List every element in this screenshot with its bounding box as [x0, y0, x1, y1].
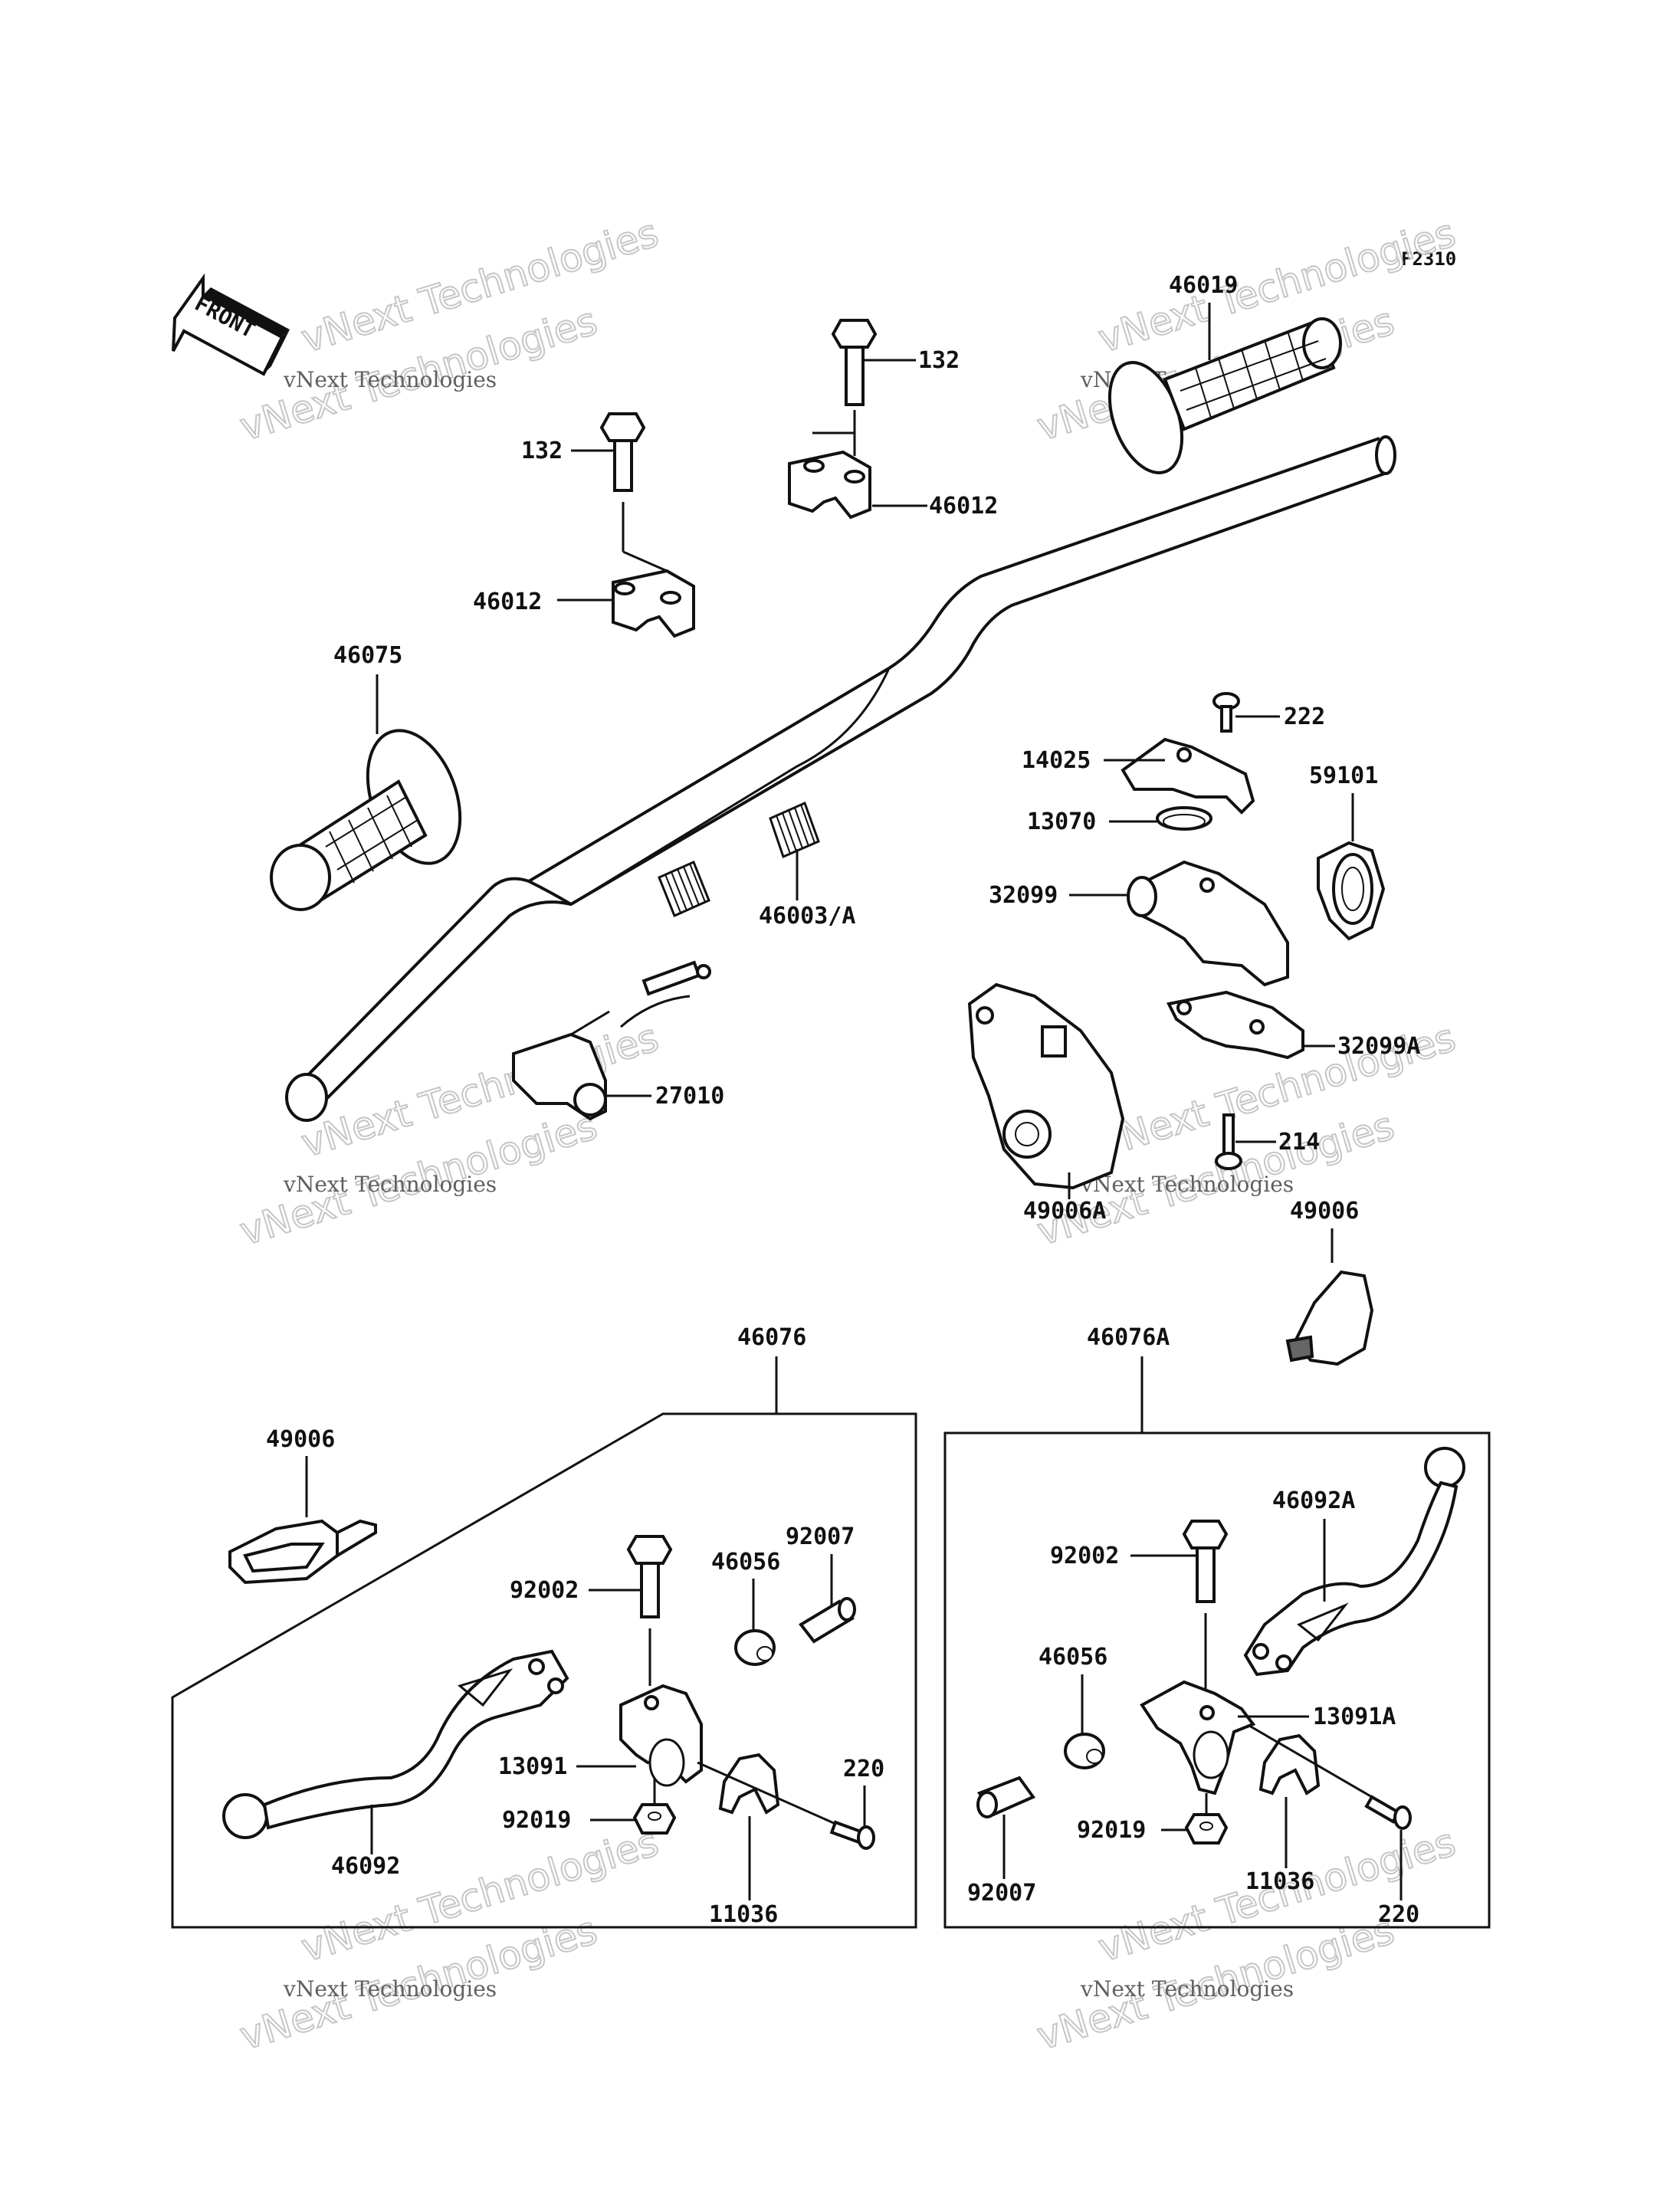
label-49006-left: 49006	[266, 1426, 335, 1453]
label-13091A: 13091A	[1313, 1703, 1396, 1730]
label-11036-left: 11036	[709, 1901, 778, 1928]
label-11036-right: 11036	[1245, 1868, 1314, 1895]
adjuster-92007-left	[799, 1597, 856, 1644]
left-grip	[270, 729, 462, 911]
label-46056-right: 46056	[1039, 1644, 1107, 1671]
right-grip	[1107, 317, 1342, 474]
label-32099A: 32099A	[1337, 1033, 1420, 1060]
label-132-left: 132	[521, 438, 563, 464]
label-13091: 13091	[498, 1753, 567, 1780]
watermark-bottom-right: vNext Technologies vNext Technologies vN…	[1032, 1819, 1462, 2060]
figure-code: F2310	[1401, 248, 1456, 270]
screw-222	[1212, 692, 1240, 733]
label-49006A: 49006A	[1023, 1198, 1106, 1225]
holder-13091A	[1140, 1680, 1256, 1795]
bolt-132-left	[599, 412, 646, 492]
label-46012-right: 46012	[929, 493, 998, 520]
pulley-59101	[1317, 841, 1386, 941]
label-92007-right: 92007	[967, 1880, 1036, 1907]
housing-32099	[1127, 860, 1289, 987]
throttle-housing-49006A	[967, 982, 1125, 1190]
handlebar	[285, 435, 1396, 1122]
watermark-top-left: vNext Technologies vNext Technologies vN…	[235, 210, 664, 451]
label-132-right: 132	[918, 347, 960, 374]
label-92007-left: 92007	[786, 1523, 855, 1550]
label-92019-left: 92019	[502, 1807, 571, 1834]
svg-text:vNext Technologies: vNext Technologies	[283, 1172, 497, 1197]
adjuster-92007-right	[976, 1776, 1036, 1818]
holder-13091	[619, 1684, 703, 1787]
switch-27010	[512, 960, 711, 1121]
label-92002-left: 92002	[510, 1577, 579, 1604]
label-46003A: 46003/A	[759, 903, 855, 930]
label-13070: 13070	[1027, 808, 1096, 835]
label-46012-left: 46012	[473, 589, 542, 615]
svg-text:vNext Technologies: vNext Technologies	[1080, 1976, 1294, 2002]
bolt-132-right	[831, 319, 878, 406]
label-222: 222	[1284, 703, 1325, 730]
adjuster-46056-right	[1064, 1733, 1105, 1769]
lever-46092A	[1243, 1447, 1465, 1677]
label-46076: 46076	[737, 1324, 806, 1351]
label-46092: 46092	[331, 1853, 400, 1880]
svg-text:vNext Technologies: vNext Technologies	[283, 367, 497, 392]
screw-214	[1215, 1113, 1242, 1170]
label-46075: 46075	[333, 642, 402, 669]
label-46092A: 46092A	[1272, 1487, 1355, 1514]
svg-text:vNext Technologies: vNext Technologies	[283, 1976, 497, 2002]
ring-13070	[1156, 806, 1212, 831]
svg-text:vNext Technologies: vNext Technologies	[1080, 1172, 1294, 1197]
screw-220-right	[1364, 1795, 1412, 1830]
label-27010: 27010	[655, 1083, 724, 1110]
label-49006-right: 49006	[1290, 1198, 1359, 1225]
label-46019: 46019	[1169, 272, 1238, 299]
label-92002-right: 92002	[1050, 1543, 1119, 1569]
box-46076	[171, 1412, 917, 1929]
screw-220-left	[829, 1820, 875, 1850]
front-arrow-icon: FRONT	[172, 273, 290, 376]
label-46056-left: 46056	[711, 1549, 780, 1576]
lever-cover-49006-right	[1285, 1270, 1374, 1366]
housing-32099A	[1166, 990, 1304, 1060]
label-59101: 59101	[1309, 762, 1378, 789]
clamp-11036-left	[718, 1753, 780, 1815]
label-32099: 32099	[989, 882, 1058, 909]
lever-46092	[222, 1649, 569, 1839]
box-46076A	[943, 1431, 1491, 1929]
label-214: 214	[1278, 1129, 1320, 1156]
label-92019-right: 92019	[1077, 1817, 1146, 1844]
bolt-92002-left	[626, 1535, 673, 1618]
label-220-left: 220	[843, 1756, 884, 1782]
nut-92019-left	[632, 1803, 677, 1835]
label-14025: 14025	[1022, 747, 1091, 774]
label-46076A: 46076A	[1087, 1324, 1170, 1351]
watermark-top-right: vNext Technologies vNext Technologies vN…	[1032, 210, 1462, 451]
watermark-bottom-left: vNext Technologies vNext Technologies vN…	[235, 1819, 664, 2060]
watermark-mid-left: vNext Technologies vNext Technologies vN…	[235, 1015, 664, 1255]
nut-92019-right	[1184, 1813, 1229, 1844]
adjuster-46056-left	[734, 1629, 776, 1666]
clamp-46012-left	[612, 569, 695, 638]
clamp-46012-right	[788, 450, 871, 520]
clamp-11036-right	[1258, 1733, 1321, 1795]
bolt-92002-right	[1182, 1520, 1229, 1603]
label-220-right: 220	[1378, 1901, 1419, 1928]
lever-cover-49006-left	[228, 1519, 377, 1585]
cover-14025	[1121, 737, 1255, 815]
